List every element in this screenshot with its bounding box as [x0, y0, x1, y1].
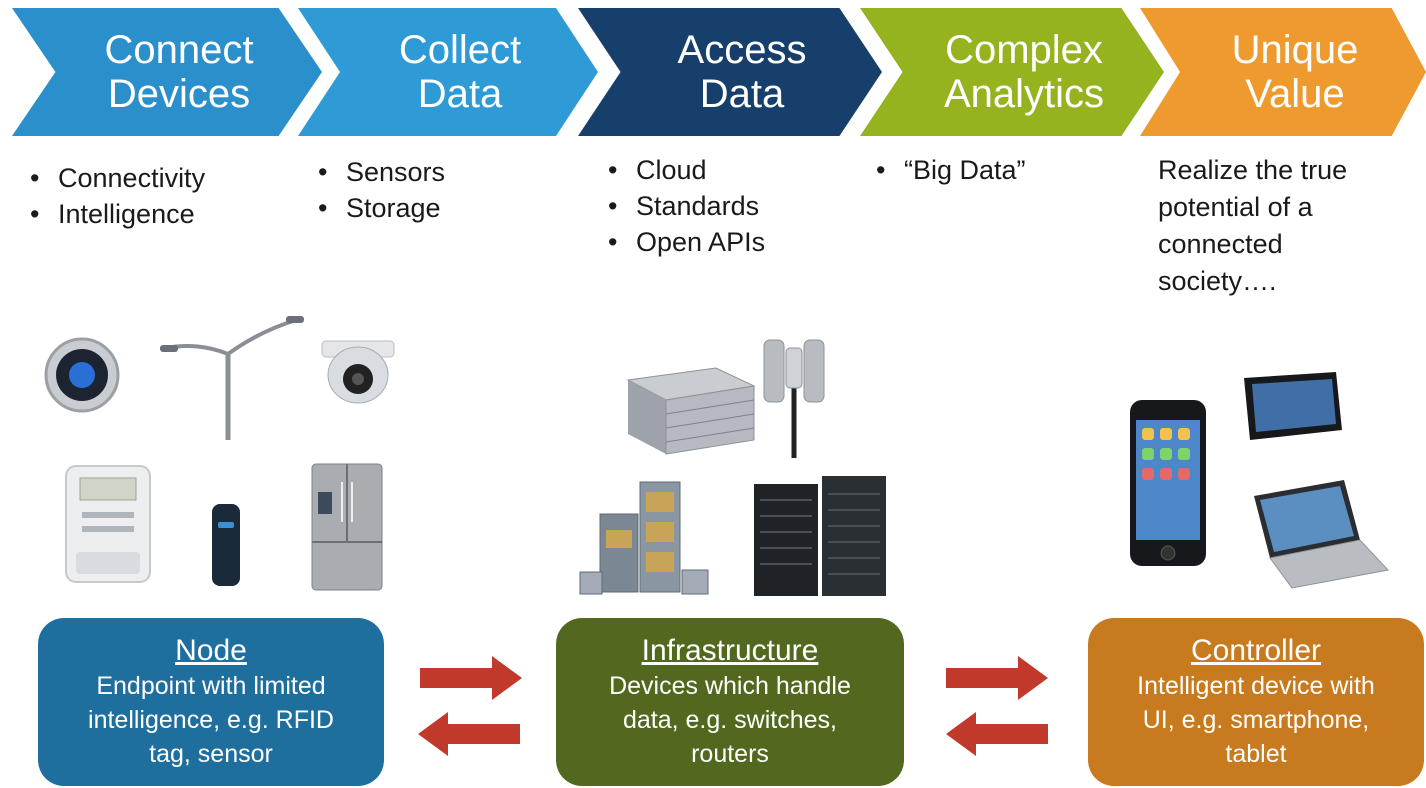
- bullets-analytics: “Big Data”: [872, 152, 1026, 188]
- controller-box: Controller Intelligent device with UI, e…: [1088, 618, 1424, 786]
- controller-title: Controller: [1190, 634, 1322, 667]
- server-rack-icon: [754, 476, 886, 596]
- bullet-item: Standards: [604, 188, 765, 224]
- chevron-label-line2: Value: [1245, 72, 1345, 116]
- laptop-icon: [1254, 480, 1389, 589]
- chevron-label-line2: Devices: [107, 72, 251, 116]
- chevron-label-line2: Analytics: [943, 72, 1105, 116]
- node-desc-line: Endpoint with limited: [96, 672, 326, 700]
- node-desc-line: intelligence, e.g. RFID: [88, 706, 334, 734]
- sensor-device-icon: [212, 504, 240, 586]
- bullets-connect: Connectivity Intelligence: [26, 160, 205, 232]
- smartphone-icon: [1130, 400, 1206, 566]
- value-line: connected: [1158, 229, 1283, 259]
- arrow-left-infrastructure-node: [418, 712, 520, 756]
- infrastructure-desc-line: Devices which handle: [609, 672, 851, 700]
- thermostat-icon: [44, 337, 120, 413]
- value-line: Realize the true: [1158, 155, 1348, 185]
- chevron-label-line2: Data: [699, 72, 785, 116]
- infrastructure-desc-line: routers: [691, 740, 769, 768]
- tablet-icon: [1244, 372, 1342, 440]
- controller-desc-line: Intelligent device with: [1137, 672, 1375, 700]
- infrastructure-title: Infrastructure: [641, 634, 819, 667]
- node-title: Node: [175, 634, 247, 667]
- controller-desc-line: UI, e.g. smartphone,: [1142, 706, 1370, 734]
- bullets-access: Cloud Standards Open APIs: [604, 152, 765, 260]
- controller-desc-line: tablet: [1225, 740, 1287, 768]
- arrow-left-controller-infrastructure: [946, 712, 1048, 756]
- chevron-label-line1: Complex: [945, 28, 1103, 72]
- bullet-item: Storage: [314, 190, 445, 226]
- bullet-item: “Big Data”: [872, 152, 1026, 188]
- value-line: society….: [1158, 266, 1277, 296]
- street-light-icon: [160, 316, 304, 440]
- bullet-item: Cloud: [604, 152, 765, 188]
- infrastructure-desc-line: data, e.g. switches,: [622, 706, 837, 734]
- bullet-item: Connectivity: [26, 160, 205, 196]
- value-description: Realize the true potential of a connecte…: [1158, 152, 1408, 300]
- chevron-label-line1: Collect: [398, 28, 522, 72]
- bullet-item: Open APIs: [604, 224, 765, 260]
- infrastructure-box: Infrastructure Devices which handle data…: [556, 618, 904, 786]
- node-box: Node Endpoint with limited intelligence,…: [38, 618, 384, 786]
- refrigerator-icon: [311, 463, 383, 591]
- chevron-label-line1: Unique: [1231, 28, 1359, 72]
- network-chassis-icon: [579, 481, 709, 595]
- network-switch-icon: [626, 367, 756, 455]
- bullet-item: Intelligence: [26, 196, 205, 232]
- antenna-tower-icon: [763, 339, 825, 458]
- smart-meter-icon: [65, 465, 151, 583]
- arrow-right-infrastructure-controller: [946, 656, 1048, 700]
- node-desc-line: tag, sensor: [149, 740, 273, 768]
- chevron-label-line1: Access: [677, 28, 807, 72]
- value-line: potential of a: [1158, 192, 1313, 222]
- chevron-label-line2: Data: [417, 72, 503, 116]
- bullets-collect: Sensors Storage: [314, 154, 445, 226]
- security-camera-icon: [321, 340, 395, 404]
- chevron-label-line1: Connect: [104, 28, 254, 72]
- arrow-right-node-infrastructure: [420, 656, 522, 700]
- bullet-item: Sensors: [314, 154, 445, 190]
